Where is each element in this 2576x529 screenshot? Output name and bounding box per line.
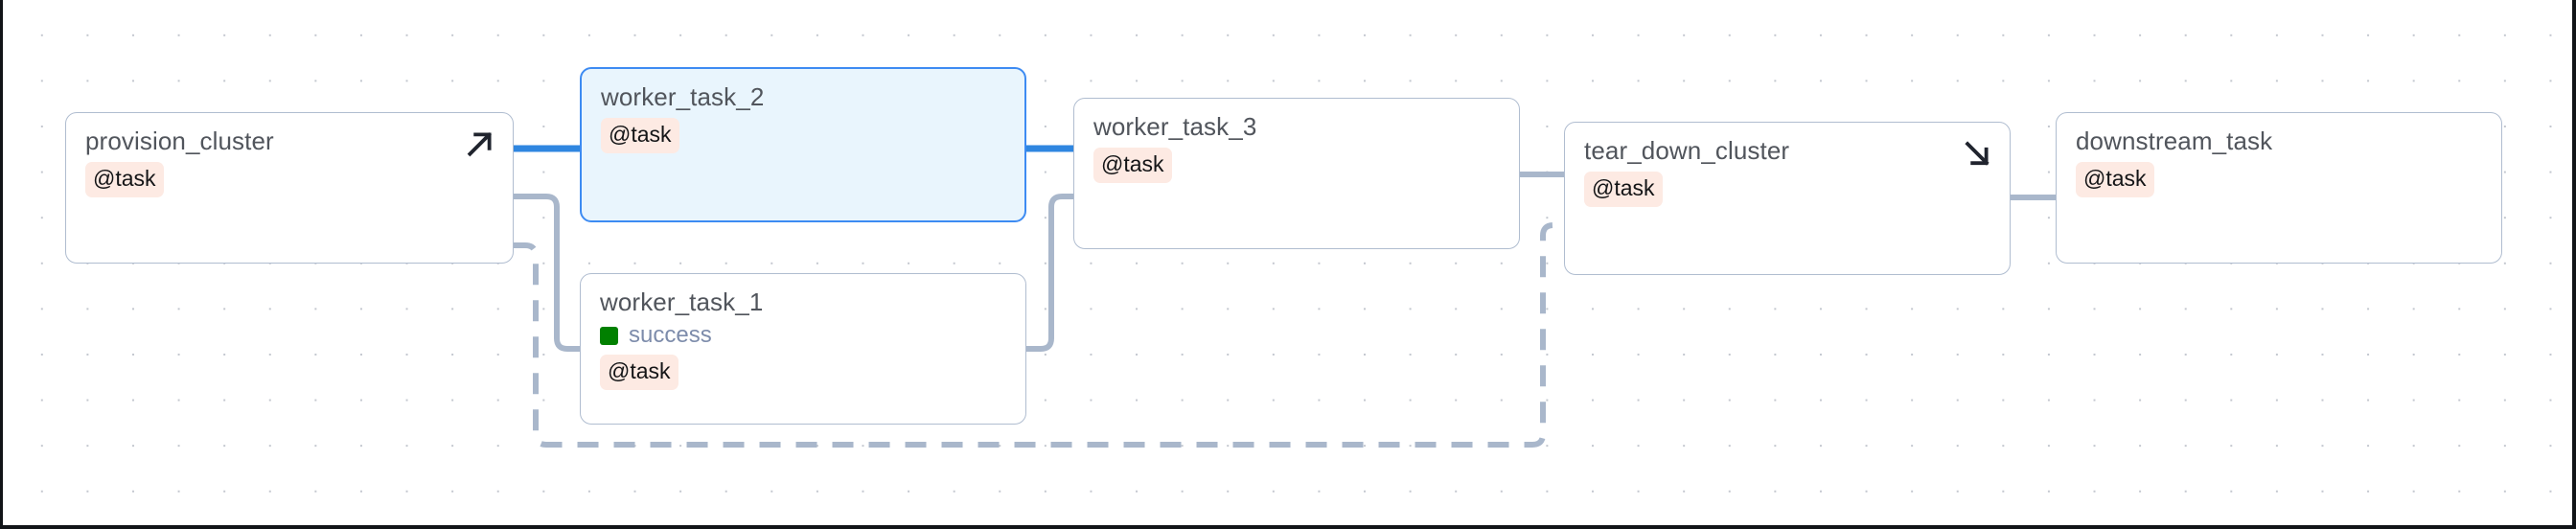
node-badge-row: @task xyxy=(2076,162,2482,198)
node-downstream_task[interactable]: downstream_task @task xyxy=(2056,112,2502,264)
node-title: worker_task_3 xyxy=(1093,112,1257,141)
node-title: provision_cluster xyxy=(85,126,274,155)
node-badge-row: @task xyxy=(1584,172,1990,208)
node-type-badge: @task xyxy=(85,162,164,198)
node-type-badge: @task xyxy=(1584,172,1663,208)
node-type-badge: @task xyxy=(600,355,678,391)
node-title: worker_task_1 xyxy=(600,288,764,316)
arrow-up-right-icon[interactable] xyxy=(464,127,496,160)
node-worker_task_2[interactable]: worker_task_2 @task xyxy=(580,67,1026,222)
node-badge-row: @task xyxy=(600,355,1006,391)
node-type-badge: @task xyxy=(2076,162,2154,198)
node-tear_down_cluster[interactable]: tear_down_cluster @task xyxy=(1564,122,2011,275)
status-label: success xyxy=(629,322,712,349)
arrow-down-right-icon[interactable] xyxy=(1961,137,1993,170)
node-title: worker_task_2 xyxy=(601,82,765,111)
node-worker_task_3[interactable]: worker_task_3 @task xyxy=(1073,98,1520,249)
node-badge-row: @task xyxy=(85,162,494,198)
node-provision_cluster[interactable]: provision_cluster @task xyxy=(65,112,514,264)
node-badge-row: @task xyxy=(1093,148,1500,184)
node-badge-row: @task xyxy=(601,118,1005,154)
node-title: downstream_task xyxy=(2076,126,2273,155)
node-type-badge: @task xyxy=(1093,148,1172,184)
node-title: tear_down_cluster xyxy=(1584,136,1790,165)
node-type-badge: @task xyxy=(601,118,679,154)
status-success-icon xyxy=(600,326,618,345)
node-status-row: success xyxy=(600,324,1006,347)
